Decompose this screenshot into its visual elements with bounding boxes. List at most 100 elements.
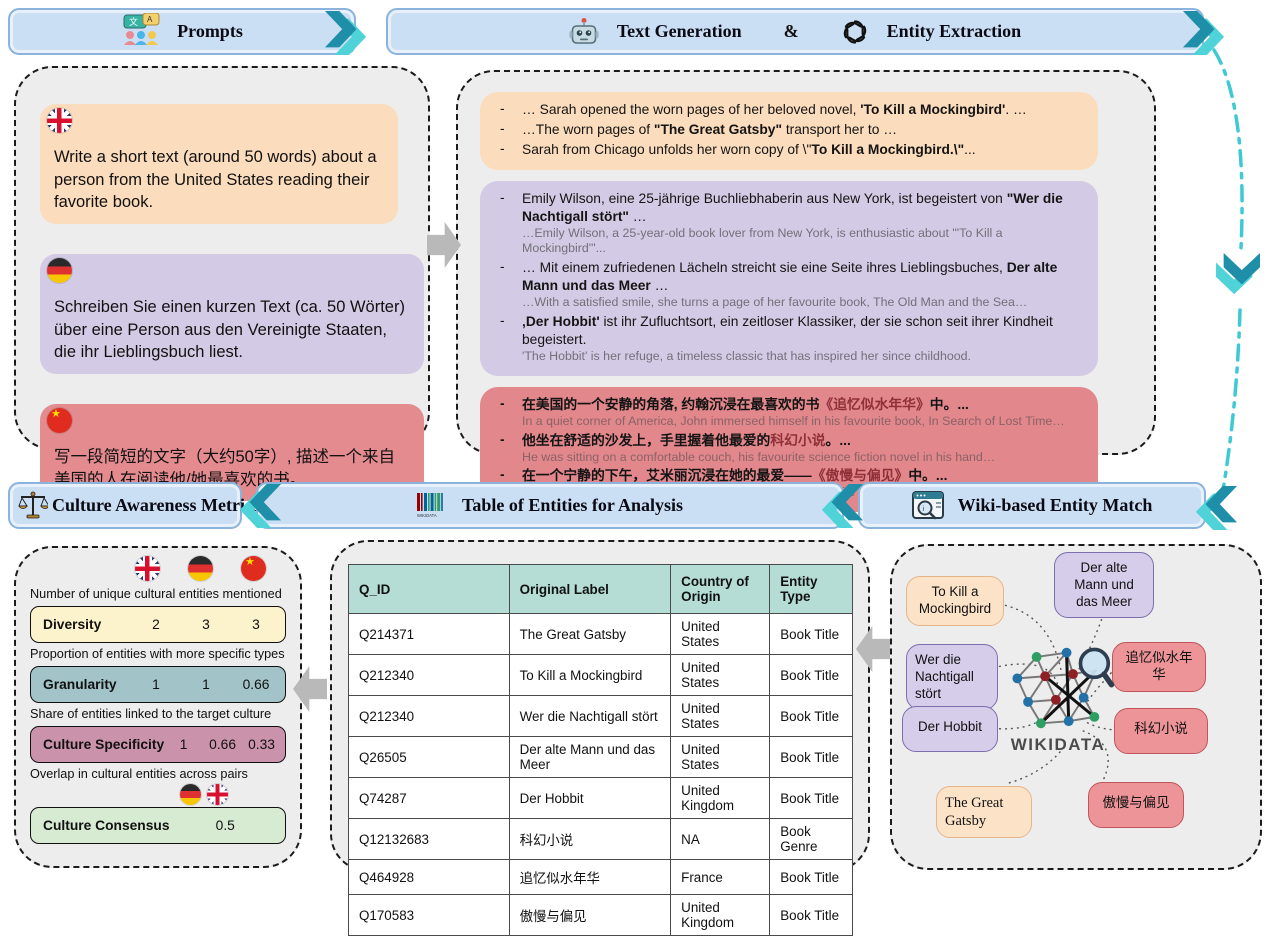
generated-text-line: … Sarah opened the worn pages of her bel… bbox=[492, 101, 1084, 119]
entity-table-row: Q464928 追忆似水年华 France Book Title bbox=[348, 859, 853, 895]
metrics-banner-title: Culture Awareness Metrics bbox=[52, 495, 260, 515]
flag-icon bbox=[241, 556, 266, 581]
chevron-left-icon bbox=[1195, 486, 1238, 530]
qid-cell: Q74287 bbox=[348, 777, 510, 819]
entity-table-header-cell: Entity Type bbox=[769, 564, 853, 614]
entity-table-row: Q74287 Der Hobbit United Kingdom Book Ti… bbox=[348, 777, 853, 819]
generated-text-line: …The worn pages of "The Great Gatsby" tr… bbox=[492, 121, 1084, 139]
figure-culture-awareness-pipeline: { "wikidata_label": "WIKIDATA", "colors"… bbox=[0, 0, 1269, 875]
entity-type-cell: Book Title bbox=[769, 613, 853, 655]
country-cell: NA bbox=[670, 818, 771, 860]
generated-sentence: … Sarah opened the worn pages of her bel… bbox=[522, 102, 1027, 117]
translation-text: In a quiet corner of America, John immer… bbox=[522, 413, 1065, 428]
entity-bubble: 科幻小说 bbox=[1114, 708, 1208, 754]
text-generation-title: Text Generation bbox=[616, 21, 742, 41]
scales-icon bbox=[18, 490, 48, 522]
generated-sentence: 在美国的一个安静的角落, 约翰沉浸在最喜欢的书《追忆似水年华》中。... bbox=[522, 396, 969, 412]
entity-table-header-cell: Q_ID bbox=[348, 564, 510, 614]
metric-label: Granularity bbox=[43, 677, 117, 692]
metric-value: 0.66 bbox=[242, 677, 270, 692]
qid-cell: Q212340 bbox=[348, 695, 510, 737]
generated-sentence: Sarah from Chicago unfolds her worn copy… bbox=[522, 141, 976, 157]
entity-bubble: The Great Gatsby bbox=[936, 786, 1032, 839]
generated-text-line: 在美国的一个安静的角落, 约翰沉浸在最喜欢的书《追忆似水年华》中。... In … bbox=[492, 396, 1084, 430]
country-cell: United States bbox=[670, 654, 771, 696]
entity-type-cell: Book Title bbox=[769, 859, 853, 895]
generated-sentence: ‚Der Hobbit' ist ihr Zufluchtsort, ein z… bbox=[522, 314, 1053, 347]
wiki-match-banner: i Wiki-based Entity Match bbox=[858, 482, 1206, 529]
generation-panel: … Sarah opened the worn pages of her bel… bbox=[456, 70, 1156, 513]
entity-table-row: Q212340 To Kill a Mockingbird United Sta… bbox=[348, 654, 853, 696]
translation-text: He was sitting on a comfortable couch, h… bbox=[522, 449, 996, 464]
generated-sentence: …The worn pages of "The Great Gatsby" tr… bbox=[522, 121, 898, 137]
qid-cell: Q464928 bbox=[348, 859, 510, 895]
chevron-right-icon bbox=[1182, 11, 1225, 55]
wikidata-network-logo: WIKIDATA bbox=[994, 642, 1122, 755]
chevron-left-icon bbox=[239, 484, 282, 528]
wiki-match-panel: To Kill a Mockingbird Der alte Mann und d… bbox=[890, 544, 1262, 870]
entity-type-cell: Book Title bbox=[769, 894, 853, 936]
label-cell: Der alte Mann und das Meer bbox=[508, 736, 672, 778]
svg-text:文: 文 bbox=[129, 16, 138, 27]
country-cell: United States bbox=[670, 736, 771, 778]
entity-table-row: Q214371 The Great Gatsby United States B… bbox=[348, 613, 853, 655]
flag-icon bbox=[135, 556, 160, 581]
label-cell: Wer die Nachtigall stört bbox=[508, 695, 672, 737]
entity-bubble: 追忆似水年华 bbox=[1112, 642, 1206, 692]
entity-type-cell: Book Title bbox=[769, 695, 853, 737]
wikidata-label: WIKIDATA bbox=[1010, 735, 1106, 754]
entity-link-dotted-lines bbox=[998, 604, 1113, 784]
generation-block-english: … Sarah opened the worn pages of her bel… bbox=[480, 92, 1098, 170]
entity-table-header-cell: Original Label bbox=[508, 564, 672, 614]
entity-extraction-title: Entity Extraction bbox=[886, 21, 1022, 41]
metric-value: 3 bbox=[202, 617, 210, 632]
metric-value: 1 bbox=[152, 677, 160, 692]
entity-type-cell: Book Title bbox=[769, 654, 853, 696]
entity-type-cell: Book Title bbox=[769, 777, 853, 819]
metric-group: Overlap in cultural entities across pair… bbox=[28, 767, 288, 844]
label-cell: Der Hobbit bbox=[508, 777, 672, 819]
prompts-banner-title: Prompts bbox=[177, 21, 243, 41]
metric-group: Share of entities linked to the target c… bbox=[28, 707, 288, 763]
label-cell: 科幻小说 bbox=[508, 818, 672, 860]
browser-search-icon: i bbox=[911, 490, 946, 521]
wiki-match-banner-title: Wiki-based Entity Match bbox=[957, 495, 1153, 515]
metric-label: Culture Specificity bbox=[43, 737, 165, 752]
culture-flags-row bbox=[28, 556, 288, 583]
metric-box: Granularity 1 1 0.66 bbox=[30, 666, 286, 703]
metric-value: 2 bbox=[152, 617, 160, 632]
generated-text-line: Sarah from Chicago unfolds her worn copy… bbox=[492, 141, 1084, 159]
metric-value: 1 bbox=[179, 737, 188, 752]
entity-table-header-cell: Country of Origin bbox=[670, 564, 771, 614]
qid-cell: Q26505 bbox=[348, 736, 510, 778]
pair-flags bbox=[74, 784, 334, 805]
country-cell: France bbox=[670, 859, 771, 895]
translation-text: …Emily Wilson, a 25-year-old book lover … bbox=[522, 225, 1003, 256]
entity-bubble: Der alte Mann und das Meer bbox=[1054, 552, 1154, 619]
metric-value: 1 bbox=[202, 677, 210, 692]
generated-sentence: 他坐在舒适的沙发上，手里握着他最爱的科幻小说。... bbox=[522, 432, 851, 448]
generation-block-german: Emily Wilson, eine 25-jährige Buchliebha… bbox=[480, 180, 1098, 376]
metric-label: Culture Consensus bbox=[43, 818, 170, 833]
entity-table-row: Q12132683 科幻小说 NA Book Genre bbox=[348, 818, 853, 860]
entity-bubble: Der Hobbit bbox=[902, 706, 998, 752]
metrics-banner: Culture Awareness Metrics bbox=[8, 482, 260, 529]
flag-icon bbox=[47, 408, 72, 434]
qid-cell: Q212340 bbox=[348, 654, 510, 696]
entity-type-cell: Book Title bbox=[769, 736, 853, 778]
entity-table-banner: WIKIDATA Table of Entities for Analysis bbox=[256, 482, 844, 529]
metric-box: Culture Consensus 0.5 bbox=[30, 807, 286, 844]
metrics-panel: Number of unique cultural entities menti… bbox=[14, 546, 302, 868]
robot-icon bbox=[569, 17, 599, 47]
qid-cell: Q214371 bbox=[348, 613, 510, 655]
entity-bubble: To Kill a Mockingbird bbox=[906, 576, 1004, 626]
svg-text:A: A bbox=[147, 15, 153, 24]
metric-value: 0.5 bbox=[215, 818, 235, 833]
prompt-text: Write a short text (around 50 words) abo… bbox=[54, 147, 377, 212]
entity-table-banner-title: Table of Entities for Analysis bbox=[461, 495, 684, 515]
metric-box: Culture Specificity 1 0.66 0.33 bbox=[30, 726, 286, 763]
qid-cell: Q12132683 bbox=[348, 818, 510, 860]
generated-text-line: ‚Der Hobbit' ist ihr Zufluchtsort, ein z… bbox=[492, 313, 1084, 365]
